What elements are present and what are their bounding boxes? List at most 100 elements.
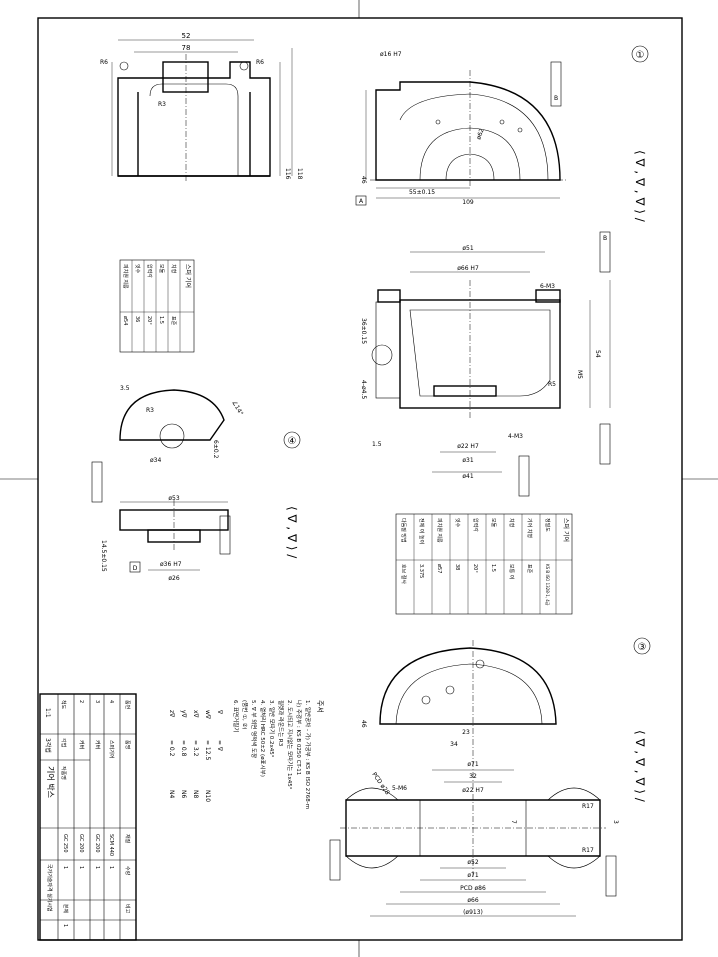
scale-value: 1:1 <box>44 708 51 718</box>
drawing-name-label: 작품명 <box>60 766 67 780</box>
gear-row-label: 전체 이 높이 <box>418 518 425 544</box>
dim-s: 1.5 <box>372 441 382 448</box>
notes-block: 주서 1. 일반공차 - 가) 가공부 : KS B ISO 2768-m 나)… <box>168 700 325 809</box>
dim-d2: ø36 H7 <box>160 561 182 568</box>
title-block: 1:1 3각법 척도 각법 기어 박스 작품명 국가기술자격 실기시험 품번 품… <box>39 693 137 941</box>
part-view-top-left: 52 78 R6 R6 R3 116 118 <box>100 32 303 182</box>
dim-radius: 55±0.15 <box>409 189 435 196</box>
projection-value: 3각법 <box>44 738 52 753</box>
gear-row-label: 치형 <box>170 264 177 273</box>
part-view-4: ø53 ø36 H7 ø26 14.5±0.15 ∠14° R3 3.5 ø34… <box>91 385 301 582</box>
dim-r: R3 <box>146 407 154 414</box>
gear-row-label: 압력각 <box>146 264 153 278</box>
notes-heading: 주서 <box>316 700 325 713</box>
gear-row-value: 보통 이 <box>508 564 515 579</box>
drawing-name: 기어 박스 <box>46 766 56 798</box>
gear-row-value: 1.5 <box>158 316 164 324</box>
datum-b: B <box>554 95 558 102</box>
dim-d5: ø66 <box>467 897 478 904</box>
dim-thread-bot: 4-M3 <box>508 433 523 440</box>
part-no: 4 <box>108 700 114 703</box>
column-header: 비고 <box>124 904 131 914</box>
dim-d3: ø52 <box>467 859 478 866</box>
dim-r: R5 <box>548 381 556 388</box>
note-line: 필렛과 라운드는 R3 <box>277 700 285 747</box>
dim-radius-3: R3 <box>158 101 166 108</box>
gear-table-right-title: 스퍼 기어 <box>562 518 570 542</box>
roughness-val: = 3.2 <box>192 740 199 757</box>
part-view-3: ø71 32 5-M6 ø22 H7 ø52 ø71 PCD ø86 ø66 (… <box>329 637 651 917</box>
gear-row-label: 피치원 지름 <box>436 518 443 543</box>
dim-pcd: ø62 <box>475 127 486 140</box>
datum-a: A <box>359 198 364 205</box>
roughness-code: N10 <box>204 790 211 802</box>
part-name: 커버 <box>78 740 85 749</box>
part-view-2: ø51 ø66 H7 6-M3 4-M3 ø22 H7 ø31 ø41 54 M… <box>360 231 611 497</box>
gear-row-label: 압력각 <box>472 518 479 532</box>
dim-h: 46 <box>360 720 367 728</box>
school-name: 국가기술자격 실기시험 <box>46 864 53 912</box>
part-mat: GC 250 <box>62 834 68 853</box>
roughness-val: = ∇ <box>216 740 223 752</box>
finish-symbols-1: ⟨ ∇ , ∇ , ∇ ⟩ ∕ <box>633 150 647 223</box>
gear-row-value: 표준 <box>526 564 532 574</box>
datum-b: B <box>603 235 607 242</box>
dim-radius-1: R6 <box>100 59 108 66</box>
roughness-sym: x∇ <box>192 710 199 719</box>
gear-row-label: 기어 치형 <box>526 518 533 538</box>
gear-row-value: KS B ISO 1328-1, 4급 <box>545 564 550 606</box>
gear-table-left-title: 스퍼 기어 <box>184 264 192 288</box>
roughness-sym: z∇ <box>168 710 175 718</box>
dim-pcd2: PCD ø28 <box>370 771 391 796</box>
part-name: 스퍼기어 <box>108 740 115 758</box>
gear-row-value: 호브 절삭 <box>400 564 407 584</box>
note-line: 4. 열처리 HRC 50±2 (ø표시부) <box>259 700 267 777</box>
roughness-sym: ∇ <box>216 709 223 715</box>
part-mat: GC 200 <box>78 834 84 853</box>
dim-angle: ∠14° <box>230 400 244 417</box>
note-line: 2. 도시되고 지시없는 모따기는 1x45° <box>286 700 294 790</box>
part-qty: 1 <box>62 866 68 869</box>
roughness-code: N4 <box>168 790 175 798</box>
roughness-val: = 0.8 <box>180 740 187 757</box>
dim-d4: ø71 <box>467 872 478 879</box>
gear-row-value: 표준 <box>170 316 176 326</box>
dim-pcd: PCD ø86 <box>460 885 486 892</box>
dim-hole2: ø31 <box>462 457 473 464</box>
column-header: 재질 <box>124 834 131 844</box>
column-header: 품번 <box>124 700 131 710</box>
gear-table-left: 스퍼 기어 피치원 지름 잇수 압력각 모듈 치형 ø54 36 20° 1.5… <box>119 259 195 353</box>
part-name: 본체 <box>62 904 69 914</box>
dim-d6: (ø913) <box>463 909 483 916</box>
part-qty: 1 <box>94 866 100 869</box>
part-view-1: ø16 H7 55±0.15 109 46 ø62 A B ① ⟨ ∇ , ∇ … <box>355 45 649 223</box>
dim-d3: ø26 <box>168 575 179 582</box>
view-number-1: ① <box>636 50 645 61</box>
dim-height: 54 <box>594 350 601 358</box>
note-line: 3. 일반 모따기 0.2x45° <box>268 700 276 758</box>
note-line: (품번 ①, ②) <box>241 700 249 730</box>
dim-m: M5 <box>576 370 583 379</box>
gear-row-label: 잇수 <box>454 518 461 528</box>
gear-row-value: ø57 <box>436 564 442 573</box>
part-mat: SCM 440 <box>108 834 114 856</box>
dim-bore: ø16 H7 <box>380 51 402 58</box>
dim-h1: 36±0.15 <box>360 318 367 344</box>
view-number-3: ③ <box>638 642 647 653</box>
dim-d1: ø71 <box>467 761 478 768</box>
part-mat: GC 200 <box>94 834 100 853</box>
roughness-sym: y∇ <box>180 710 187 719</box>
note-line: 5. ∇ 부 외면 명적색 도장 <box>250 700 258 758</box>
column-header: 수량 <box>124 866 131 876</box>
roughness-code: N8 <box>192 790 199 798</box>
dim-overall: 109 <box>462 199 474 206</box>
dim-d1: ø53 <box>168 495 179 502</box>
dim-c: ø34 <box>150 457 161 464</box>
dim-width-1: 52 <box>182 32 191 40</box>
dim-base: ø41 <box>462 473 473 480</box>
note-line: 1. 일반공차 - 가) 가공부 : KS B ISO 2768-m <box>304 700 312 809</box>
gear-row-label: 모듈 <box>158 264 164 274</box>
gear-row-label: 정밀도 <box>544 518 551 532</box>
dim-width-2: 78 <box>182 44 191 52</box>
gear-row-value: 20° <box>472 564 478 573</box>
